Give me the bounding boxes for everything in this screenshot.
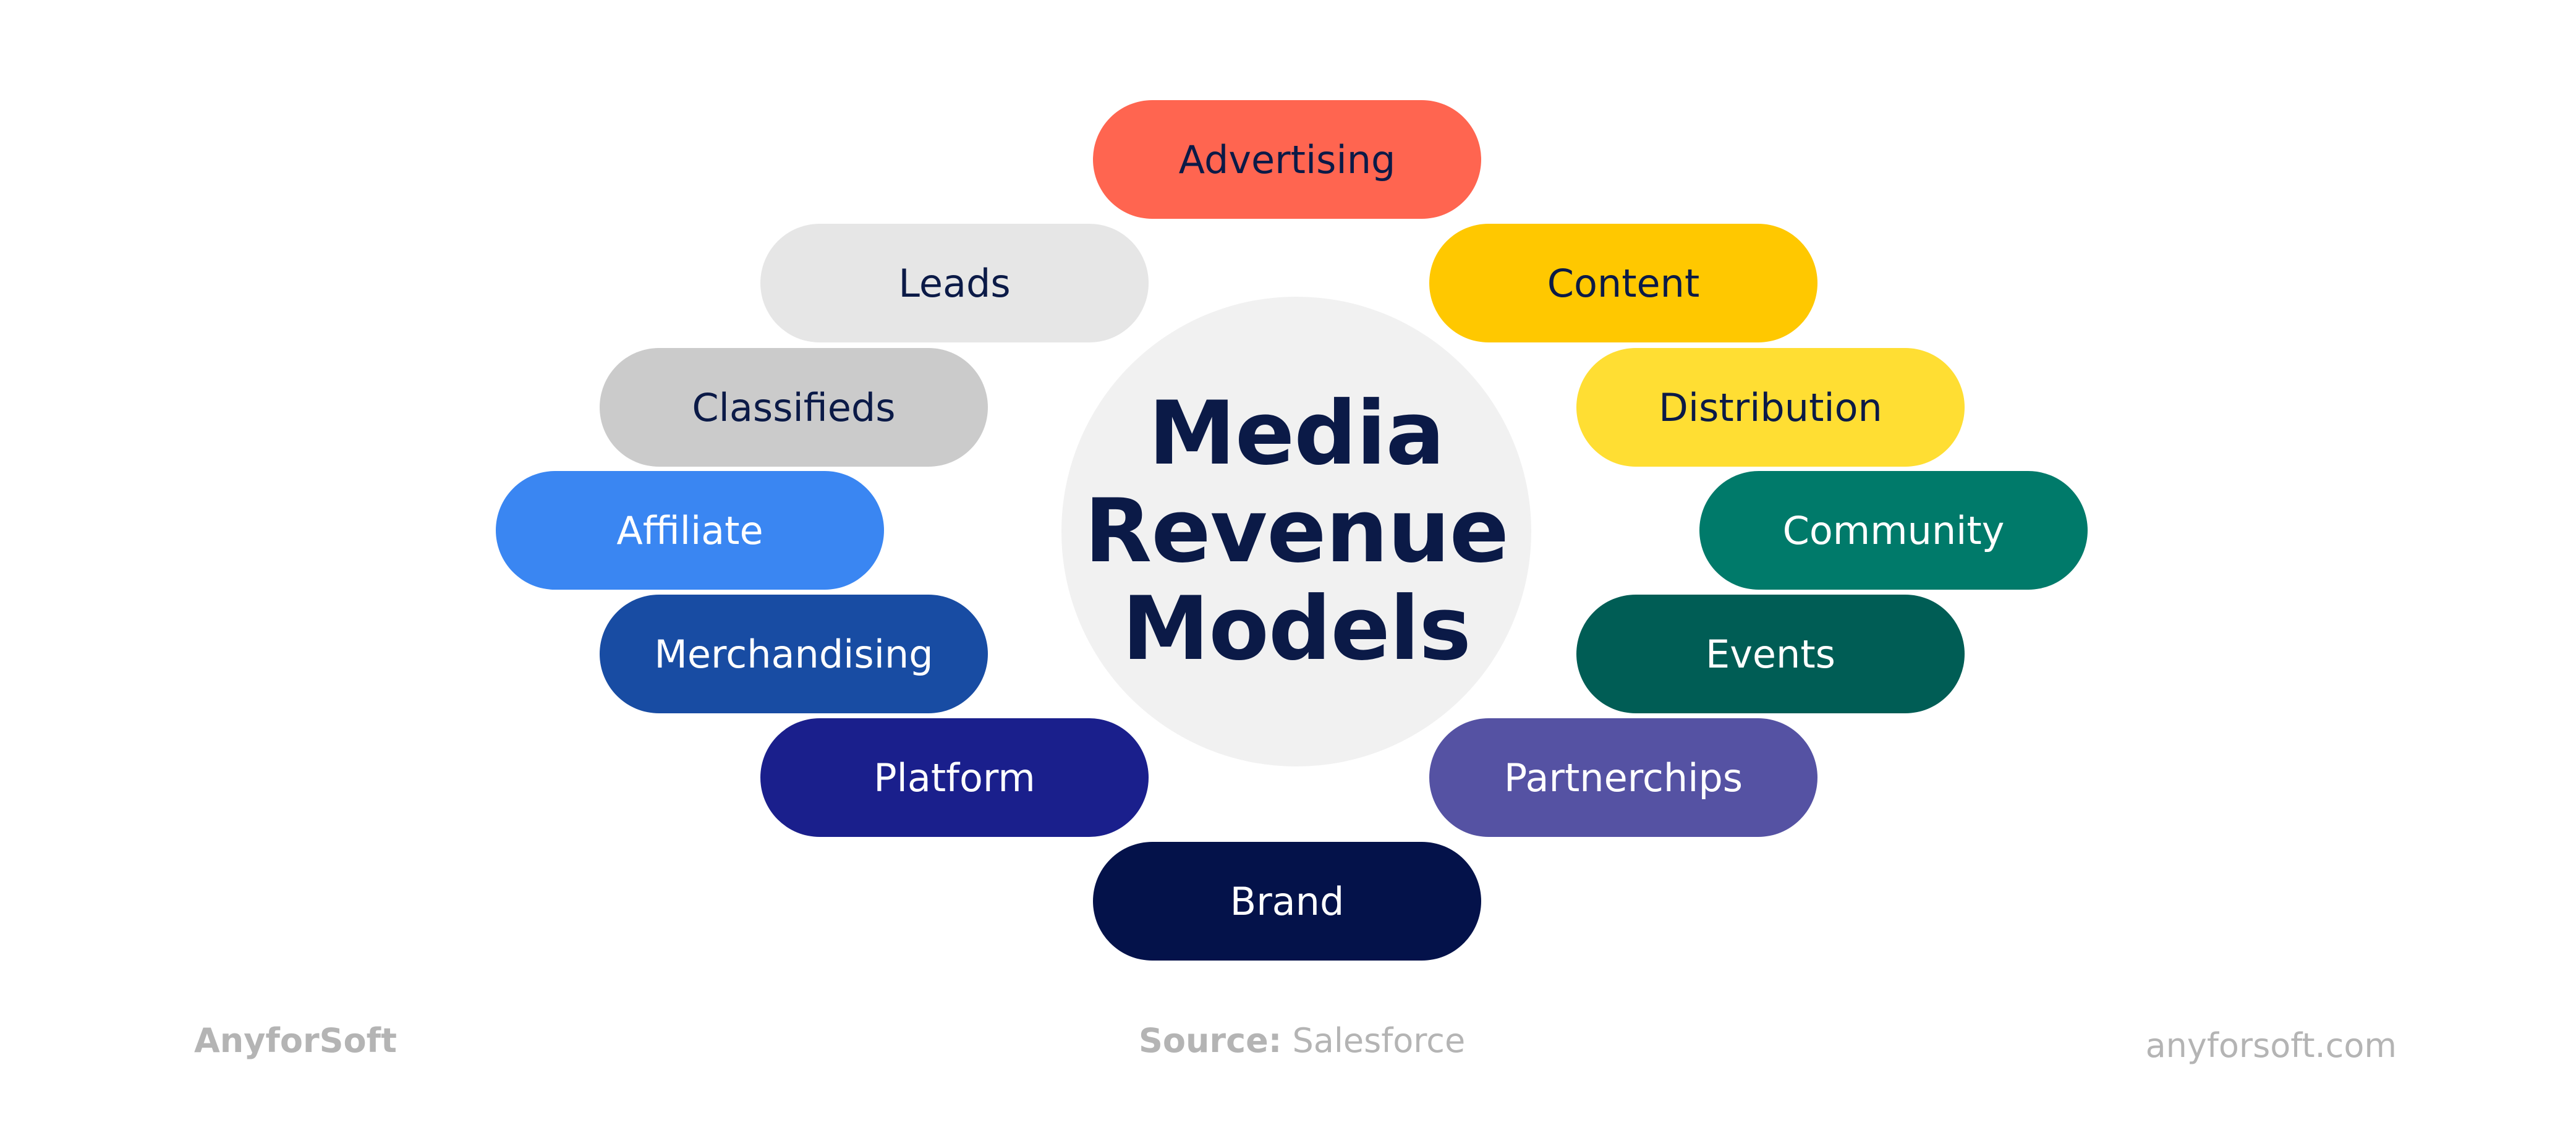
- pill-merchandising: Merchandising: [600, 595, 988, 713]
- source-label: Source:: [1139, 1021, 1282, 1060]
- footer-source: Source: Salesforce: [1139, 1021, 1465, 1060]
- pill-label: Leads: [898, 260, 1011, 306]
- footer-url: anyforsoft.com: [2145, 1026, 2397, 1065]
- pill-label: Events: [1706, 631, 1835, 677]
- footer-brand: AnyforSoft: [194, 1021, 397, 1060]
- pill-distribution: Distribution: [1576, 348, 1965, 467]
- pill-leads: Leads: [760, 224, 1149, 342]
- pill-label: Platform: [874, 755, 1035, 800]
- pill-label: Advertising: [1178, 137, 1396, 182]
- pill-label: Distribution: [1659, 384, 1882, 430]
- pill-brand: Brand: [1093, 842, 1481, 961]
- pill-classifieds: Classifieds: [600, 348, 988, 467]
- pill-partnerchips: Partnerchips: [1429, 718, 1817, 837]
- pill-community: Community: [1699, 471, 2088, 590]
- pill-platform: Platform: [760, 718, 1149, 837]
- pill-content: Content: [1429, 224, 1817, 342]
- pill-affiliate: Affiliate: [496, 471, 884, 590]
- source-value: Salesforce: [1292, 1021, 1466, 1060]
- center-title-line: Models: [1121, 578, 1471, 680]
- pill-label: Partnerchips: [1503, 755, 1743, 800]
- center-title-line: Revenue: [1084, 480, 1509, 582]
- center-title-line: Media: [1148, 383, 1445, 485]
- pill-label: Classifieds: [692, 384, 896, 430]
- pill-label: Brand: [1230, 878, 1345, 924]
- pill-label: Community: [1782, 507, 2005, 553]
- pill-label: Merchandising: [654, 631, 933, 677]
- pill-label: Affiliate: [616, 507, 763, 553]
- pill-label: Content: [1547, 260, 1700, 306]
- center-title: Media Revenue Models: [1084, 383, 1509, 680]
- center-circle: Media Revenue Models: [1061, 297, 1531, 766]
- pill-advertising: Advertising: [1093, 100, 1481, 219]
- pill-events: Events: [1576, 595, 1965, 713]
